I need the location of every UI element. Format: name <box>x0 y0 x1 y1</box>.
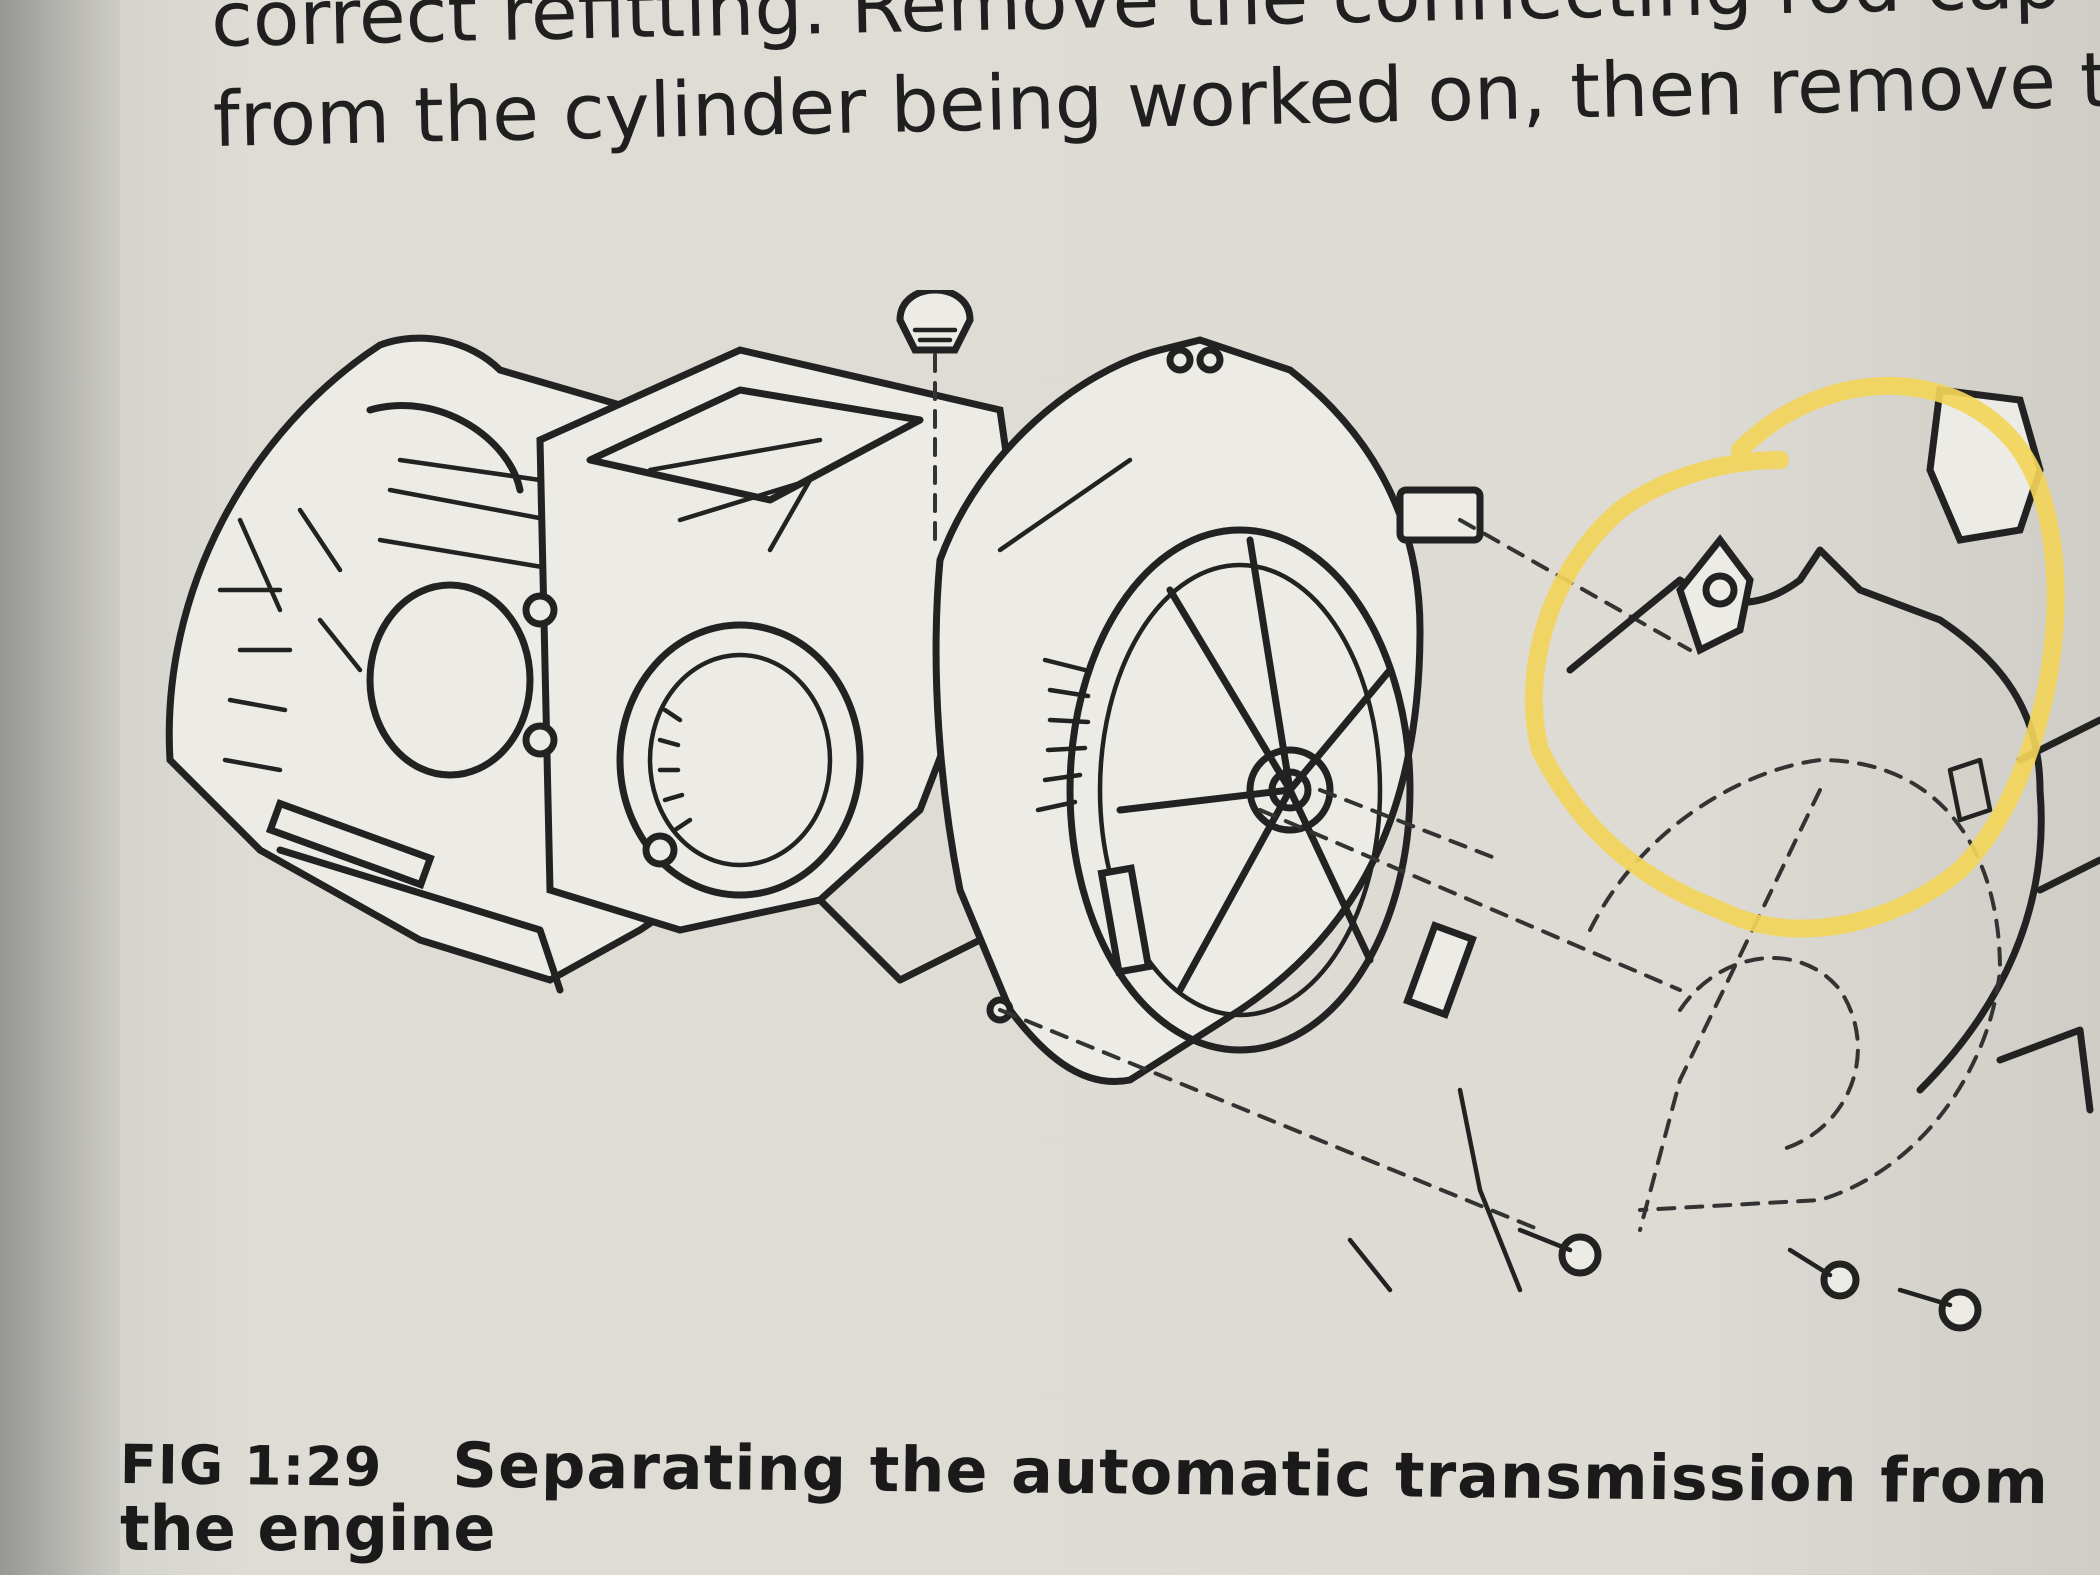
body-text: correct refitting. Remove the connecting… <box>210 0 2100 170</box>
transmission-main-case <box>522 346 1024 984</box>
caption-continuation: the engine <box>120 1492 496 1565</box>
transmission-illustration: .ln { fill: none; stroke: #222; stroke-w… <box>120 290 2100 1380</box>
exploded-view-diagram: .ln { fill: none; stroke: #222; stroke-w… <box>165 290 2100 1332</box>
figure-caption: FIG 1:29 Separating the automatic transm… <box>120 1425 2050 1565</box>
alignment-lines <box>998 518 1822 1232</box>
dipstick-cap <box>896 290 974 552</box>
highlight-circle <box>1525 376 2065 938</box>
figure-number: FIG 1:29 <box>119 1433 383 1499</box>
bell-housing <box>932 336 1484 1085</box>
bolts <box>1517 1227 1982 1332</box>
page-shadow <box>0 0 120 1575</box>
